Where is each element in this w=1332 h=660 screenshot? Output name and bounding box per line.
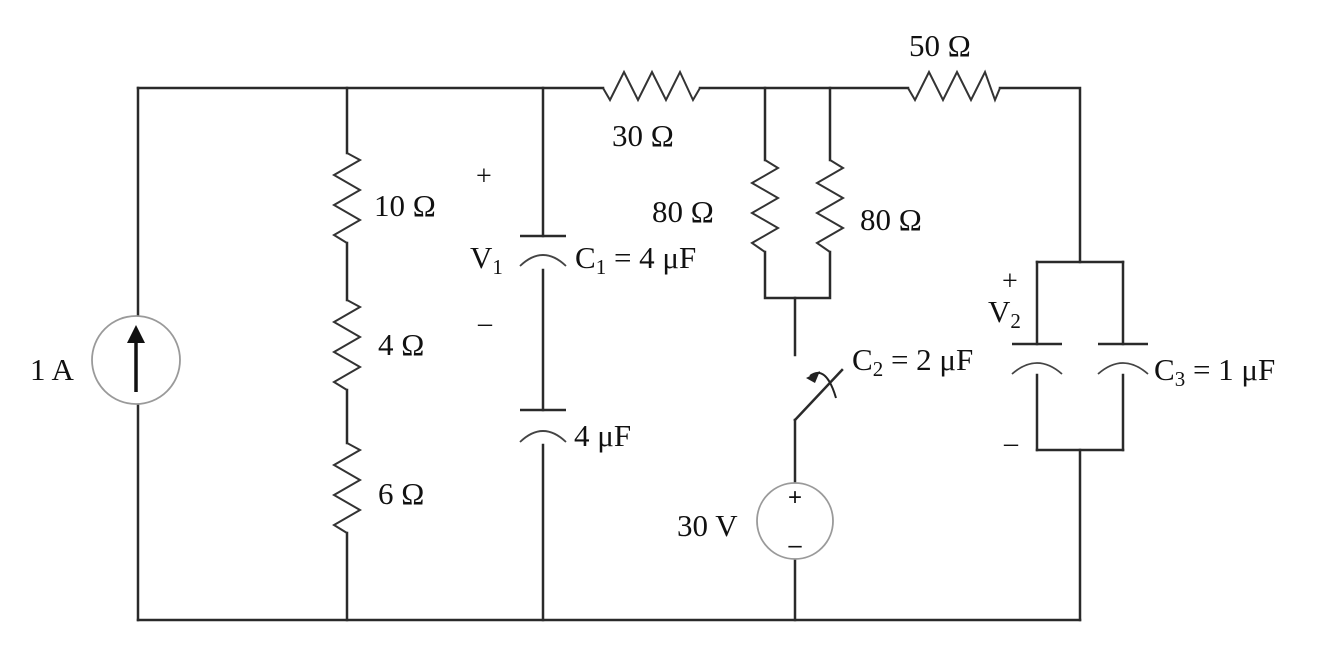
capacitor-c2 [1011, 342, 1063, 375]
label-c3: C3 = 1 μF [1154, 352, 1275, 391]
voltage-source-minus: – [788, 532, 802, 559]
capacitor-c1 [519, 234, 567, 267]
resistor-30-ohm [602, 69, 701, 103]
resistors [331, 69, 1001, 534]
resistor-6-ohm [331, 442, 363, 534]
wires [136, 86, 1125, 622]
capacitor-4uf-bottom [519, 408, 567, 443]
label-v1: V1 [470, 240, 503, 279]
label-voltage-source: 30 V [677, 508, 738, 543]
label-current-source: 1 A [30, 352, 75, 387]
resistor-80-ohm-left [749, 159, 781, 253]
label-80-ohm-right: 80 Ω [860, 202, 922, 237]
v2-minus-sign: – [1003, 428, 1019, 459]
resistor-50-ohm [907, 69, 1001, 103]
resistor-4-ohm [331, 299, 363, 391]
labels: 50 Ω 30 Ω 10 Ω 4 Ω 6 Ω 80 Ω 80 Ω 1 A 30 … [30, 28, 1275, 543]
label-bottom-capacitor: 4 μF [574, 418, 631, 453]
voltage-source-icon: + – [756, 482, 834, 560]
v2-plus-sign: + [1002, 266, 1018, 297]
resistor-10-ohm [331, 152, 363, 244]
capacitor-c3 [1097, 342, 1149, 375]
label-6-ohm: 6 Ω [378, 476, 424, 511]
v1-plus-sign: + [476, 161, 492, 192]
label-10-ohm: 10 Ω [374, 188, 436, 223]
resistor-80-ohm-right [814, 159, 846, 253]
label-4-ohm: 4 Ω [378, 327, 424, 362]
switch-icon [793, 368, 844, 422]
label-v2: V2 [988, 294, 1021, 333]
label-c1: C1 = 4 μF [575, 240, 696, 279]
v1-minus-sign: – [477, 308, 493, 339]
voltage-source-plus: + [788, 484, 802, 511]
label-c2: C2 = 2 μF [852, 342, 973, 381]
current-source-icon [91, 315, 181, 405]
label-50-ohm: 50 Ω [909, 28, 971, 63]
label-80-ohm-left: 80 Ω [652, 194, 714, 229]
label-30-ohm: 30 Ω [612, 118, 674, 153]
